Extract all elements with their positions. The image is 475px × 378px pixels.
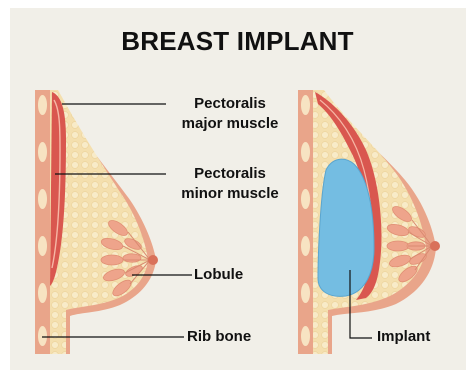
- nipple-right: [430, 241, 440, 251]
- label-pectoralis-minor: Pectoralis minor muscle: [170, 164, 290, 204]
- nipple-left: [148, 255, 158, 265]
- rib-column-left: [35, 90, 50, 354]
- label-lobule: Lobule: [194, 265, 243, 285]
- label-implant: Implant: [377, 327, 430, 347]
- label-pectoralis-major: Pectoralis major muscle: [170, 94, 290, 134]
- label-rib-bone: Rib bone: [187, 327, 251, 347]
- rib-column-right: [298, 90, 313, 354]
- implant-breast-illustration: [298, 90, 440, 354]
- natural-breast-illustration: [35, 90, 158, 354]
